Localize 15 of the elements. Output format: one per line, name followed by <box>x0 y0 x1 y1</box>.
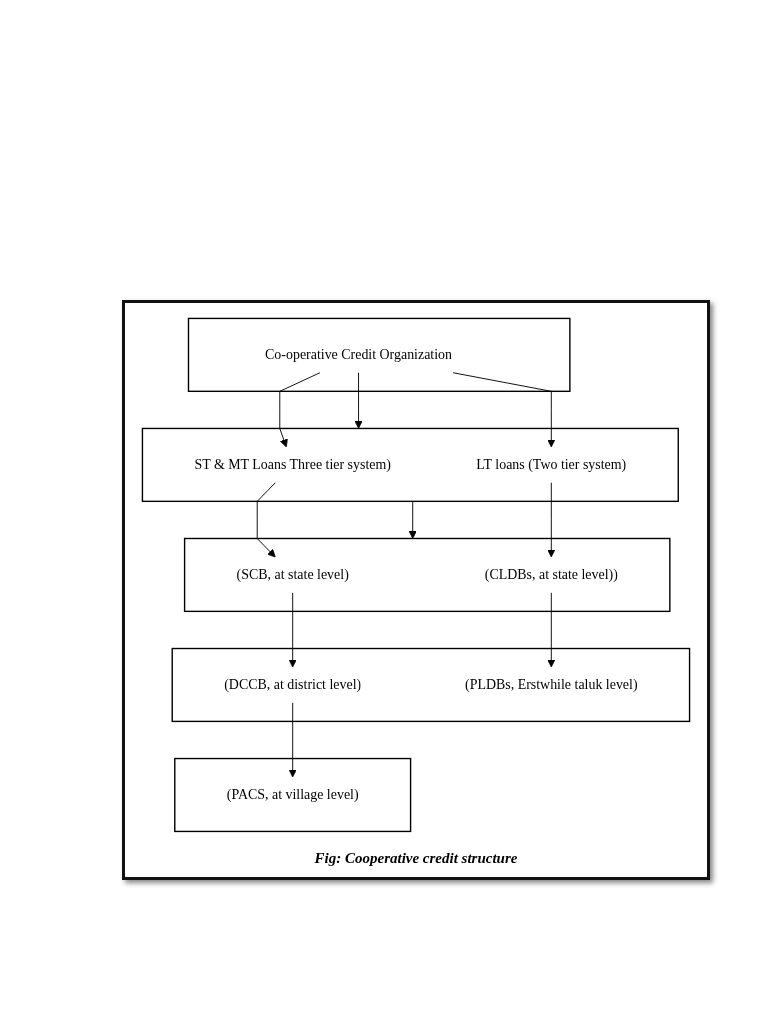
node-text: (PACS, at village level) <box>226 787 359 803</box>
cluster <box>171 647 691 723</box>
node-text: LT loans (Two tier system) <box>476 457 627 473</box>
cluster <box>183 537 671 613</box>
cluster <box>187 317 571 392</box>
cluster <box>174 757 412 833</box>
node-text: ST & MT Loans Three tier system) <box>194 457 391 473</box>
node-text: (SCB, at state level) <box>236 567 349 583</box>
cluster <box>141 427 679 503</box>
node-text: (DCCB, at district level) <box>224 677 362 693</box>
node-text: (PLDBs, Erstwhile taluk level) <box>465 677 638 693</box>
figure-frame: Co-operative Credit Organization ST & MT Loans Three tier system) LT loans (Two tier system) (SCB, at state level) (CLDBs, at state level)) (DCCB, at district level) (PLDBs, Erstwhile taluk level) (PACS, at village level) Fig: Cooperative credit structure <box>122 300 710 880</box>
figure-caption: Fig: Cooperative credit structure <box>314 849 518 867</box>
node-text: (CLDBs, at state level)) <box>484 567 618 583</box>
node-text: Co-operative Credit Organization <box>265 347 453 363</box>
